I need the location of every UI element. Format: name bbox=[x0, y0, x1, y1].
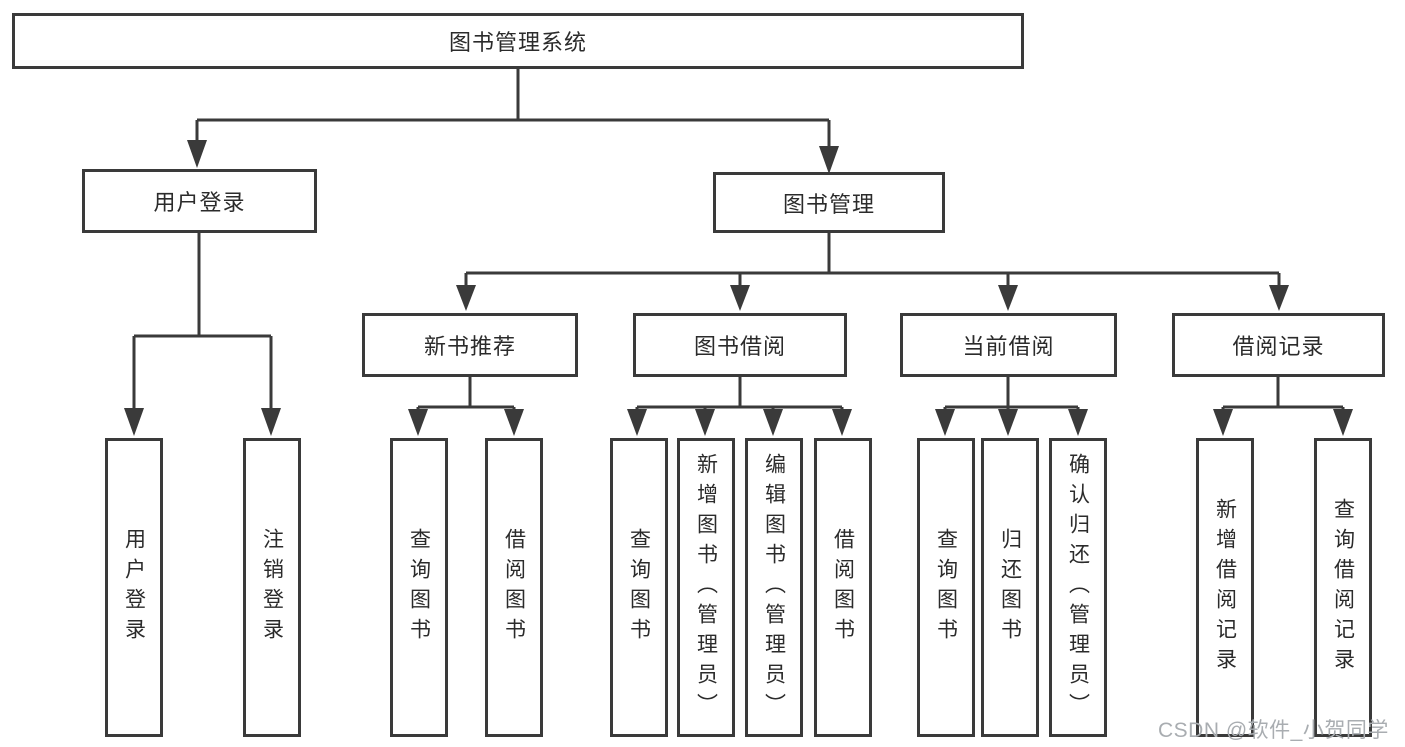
leaf-return-books: 归还图书 bbox=[981, 438, 1039, 737]
leaf-edit-books-admin-label: 编辑图书（管理员） bbox=[762, 452, 786, 723]
arrow-to-borrow-records bbox=[1269, 285, 1289, 311]
arrow-to-leaf-logout bbox=[261, 408, 281, 436]
connector-borrow-records bbox=[1221, 377, 1345, 410]
arrow-to-new-book-rec bbox=[456, 285, 476, 311]
leaf-query-books-recommend: 查询图书 bbox=[390, 438, 448, 737]
node-user-login-label: 用户登录 bbox=[153, 190, 246, 215]
arrow-br-leaf-1 bbox=[1213, 409, 1233, 436]
connector-new-book-rec bbox=[416, 377, 516, 410]
node-borrow-records: 借阅记录 bbox=[1172, 313, 1385, 377]
node-root-system: 图书管理系统 bbox=[12, 13, 1024, 69]
connector-strokes bbox=[132, 69, 1345, 410]
leaf-borrow-books-recommend: 借阅图书 bbox=[485, 438, 543, 737]
connector-current-borrow bbox=[943, 377, 1080, 410]
node-book-management: 图书管理 bbox=[713, 172, 945, 233]
leaf-logout-label: 注销登录 bbox=[260, 527, 284, 648]
arrow-to-leaf-user-login bbox=[124, 408, 144, 436]
arrow-to-book-borrow bbox=[730, 285, 750, 311]
node-new-book-recommend-label: 新书推荐 bbox=[423, 334, 516, 359]
node-current-borrow-label: 当前借阅 bbox=[962, 334, 1055, 359]
leaf-borrow-books-label: 借阅图书 bbox=[831, 527, 855, 648]
leaf-query-borrow-record: 查询借阅记录 bbox=[1314, 438, 1372, 737]
leaf-return-books-label: 归还图书 bbox=[998, 527, 1022, 648]
leaf-query-books-borrow: 查询图书 bbox=[610, 438, 668, 737]
leaf-confirm-return-admin-label: 确认归还（管理员） bbox=[1066, 452, 1090, 723]
leaf-edit-books-admin: 编辑图书（管理员） bbox=[745, 438, 803, 737]
connector-book-mgmt bbox=[464, 233, 1281, 287]
leaf-add-borrow-record: 新增借阅记录 bbox=[1196, 438, 1254, 737]
arrow-br-leaf-2 bbox=[1333, 409, 1353, 436]
leaf-user-login-label: 用户登录 bbox=[122, 527, 146, 648]
connector-root bbox=[195, 69, 831, 148]
arrow-bb-leaf-4 bbox=[832, 409, 852, 436]
arrow-bb-leaf-3 bbox=[763, 409, 783, 436]
leaf-user-login: 用户登录 bbox=[105, 438, 163, 737]
leaf-borrow-books: 借阅图书 bbox=[814, 438, 872, 737]
arrow-to-book-mgmt bbox=[819, 146, 839, 174]
connector-user-login bbox=[132, 233, 273, 408]
leaf-query-borrow-record-label: 查询借阅记录 bbox=[1331, 497, 1355, 678]
leaf-query-books-current-label: 查询图书 bbox=[934, 527, 958, 648]
arrow-cb-leaf-1 bbox=[935, 409, 955, 436]
arrow-nbr-leaf-1 bbox=[408, 409, 428, 436]
arrow-bb-leaf-2 bbox=[695, 409, 715, 436]
leaf-add-borrow-record-label: 新增借阅记录 bbox=[1213, 497, 1237, 678]
leaf-query-books-recommend-label: 查询图书 bbox=[407, 527, 431, 648]
arrow-to-current-borrow bbox=[998, 285, 1018, 311]
node-user-login: 用户登录 bbox=[82, 169, 317, 233]
arrow-to-user-login bbox=[187, 140, 207, 168]
leaf-query-books-borrow-label: 查询图书 bbox=[627, 527, 651, 648]
connector-book-borrow bbox=[635, 377, 844, 410]
arrow-cb-leaf-3 bbox=[1068, 409, 1088, 436]
node-book-borrow-label: 图书借阅 bbox=[693, 334, 786, 359]
arrow-bb-leaf-1 bbox=[627, 409, 647, 436]
leaf-add-books-admin-label: 新增图书（管理员） bbox=[694, 452, 718, 723]
node-book-borrow: 图书借阅 bbox=[633, 313, 847, 377]
arrowheads bbox=[124, 140, 1353, 436]
leaf-add-books-admin: 新增图书（管理员） bbox=[677, 438, 735, 737]
arrow-cb-leaf-2 bbox=[998, 409, 1018, 436]
node-book-management-label: 图书管理 bbox=[782, 191, 875, 217]
arrow-nbr-leaf-2 bbox=[504, 409, 524, 436]
leaf-query-books-current: 查询图书 bbox=[917, 438, 975, 737]
node-borrow-records-label: 借阅记录 bbox=[1232, 334, 1325, 359]
node-root-label: 图书管理系统 bbox=[448, 30, 587, 55]
leaf-confirm-return-admin: 确认归还（管理员） bbox=[1049, 438, 1107, 737]
node-current-borrow: 当前借阅 bbox=[900, 313, 1117, 377]
csdn-watermark: CSDN @软件_小贺同学 bbox=[1158, 719, 1389, 742]
node-new-book-recommend: 新书推荐 bbox=[362, 313, 578, 377]
leaf-logout: 注销登录 bbox=[243, 438, 301, 737]
leaf-borrow-books-recommend-label: 借阅图书 bbox=[502, 527, 526, 648]
